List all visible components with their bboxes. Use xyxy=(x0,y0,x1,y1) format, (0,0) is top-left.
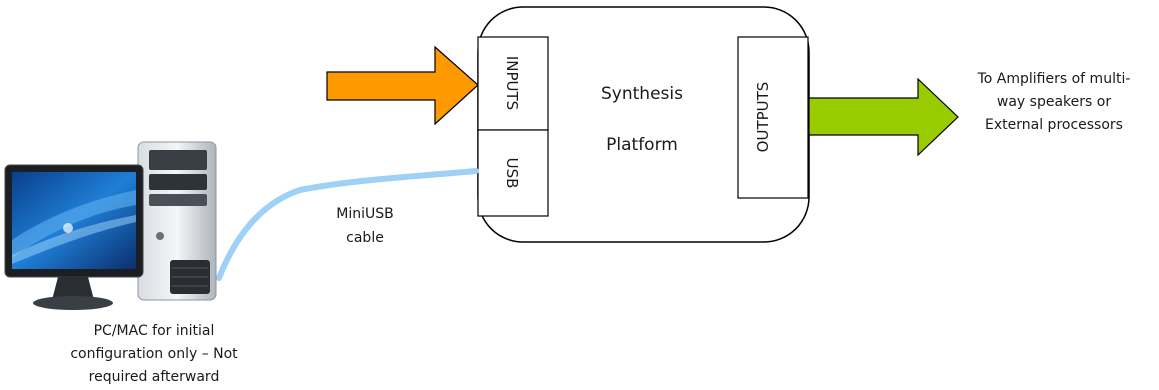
output-target-line2: way speakers or xyxy=(997,94,1111,110)
input-arrow xyxy=(326,45,479,126)
outputs-label: OUTPUTS xyxy=(754,82,772,153)
usb-port xyxy=(477,129,549,217)
outputs-port xyxy=(737,36,809,199)
pc-caption-line2: configuration only – Not xyxy=(70,346,238,362)
pc-computer-icon xyxy=(4,141,217,310)
inputs-port xyxy=(477,36,549,131)
usb-cable xyxy=(216,168,479,281)
cable-label-line2: cable xyxy=(346,230,384,246)
inputs-label: INPUTS xyxy=(503,56,521,110)
output-arrow xyxy=(808,77,959,157)
platform-title-line2: Platform xyxy=(606,135,678,155)
usb-label: USB xyxy=(503,158,521,189)
pc-caption-line1: PC/MAC for initial xyxy=(94,323,215,339)
pc-caption-line3: required afterward xyxy=(89,369,220,385)
output-target-line1: To Amplifiers of multi- xyxy=(977,71,1131,87)
output-target-line3: External processors xyxy=(985,117,1123,133)
cable-label-line1: MiniUSB xyxy=(336,206,393,222)
platform-title-line1: Synthesis xyxy=(601,84,683,104)
